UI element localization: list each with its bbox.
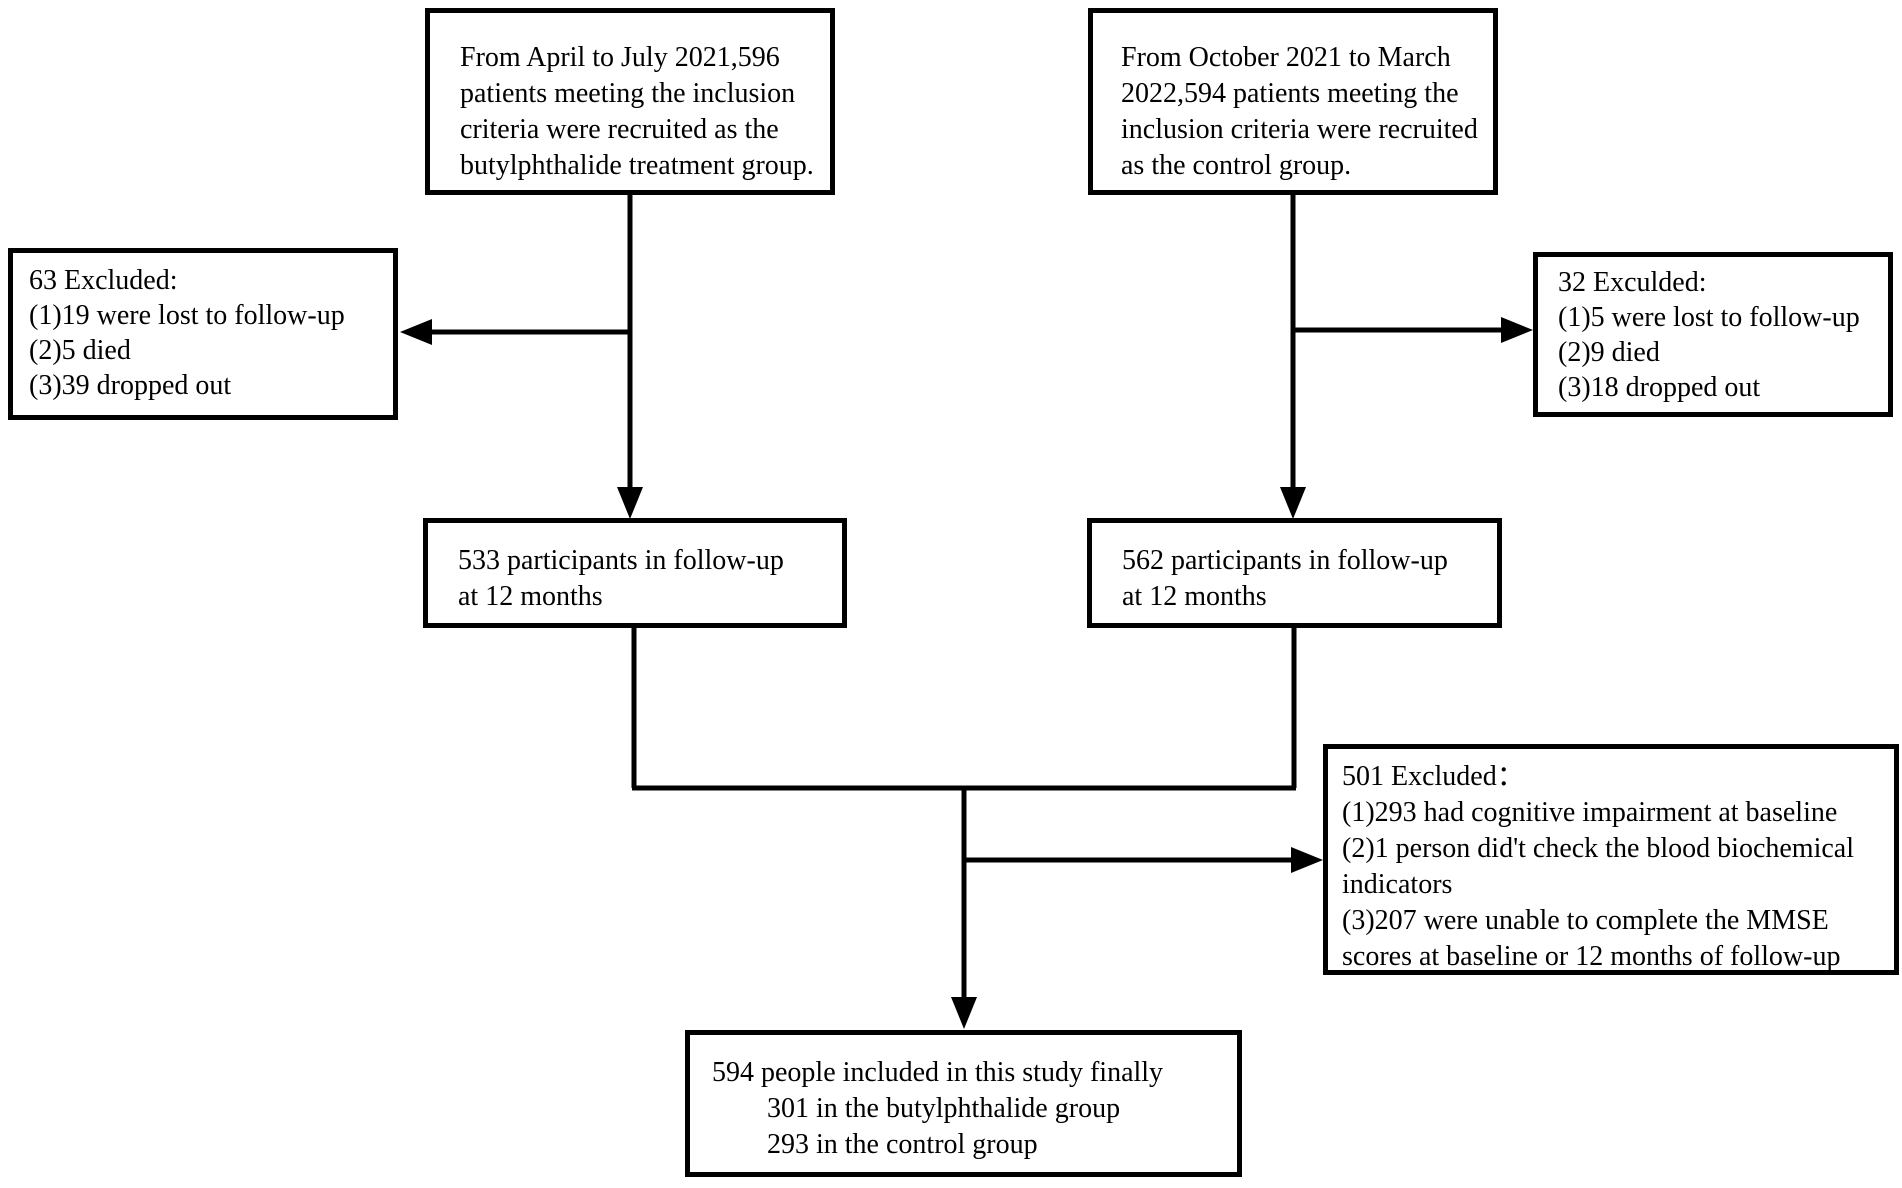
- box-text-line: (2)1 person did't check the blood bioche…: [1342, 833, 1854, 864]
- box-text-line: 32 Exculded:: [1558, 267, 1707, 298]
- box-text-line: at 12 months: [458, 581, 603, 612]
- box-excluded-final: 501 Excluded： (1)293 had cognitive impai…: [1323, 744, 1899, 975]
- box-text-line: (3)207 were unable to complete the MMSE: [1342, 905, 1829, 936]
- box-text-line: butylphthalide treatment group.: [460, 150, 814, 181]
- box-text-line: scores at baseline or 12 months of follo…: [1342, 941, 1841, 972]
- box-excluded-control: 32 Exculded: (1)5 were lost to follow-up…: [1533, 252, 1893, 417]
- arrow-merge-to-excluded-final: [964, 847, 1323, 873]
- box-text-line: (3)39 dropped out: [29, 370, 232, 401]
- box-text-line: patients meeting the inclusion: [460, 78, 796, 109]
- box-text-line: From April to July 2021,596: [460, 42, 780, 73]
- box-text-line: (1)5 were lost to follow-up: [1558, 302, 1860, 333]
- box-text-line: criteria were recruited as the: [460, 114, 779, 145]
- box-excluded-treatment: 63 Excluded: (1)19 were lost to follow-u…: [8, 248, 398, 420]
- arrow-treatment-to-followup: [617, 195, 643, 519]
- box-text-line: 301 in the butylphthalide group: [767, 1093, 1121, 1124]
- box-text-line: From October 2021 to March: [1121, 42, 1451, 73]
- box-text-line: (2)5 died: [29, 335, 131, 366]
- box-final-sample: 594 people included in this study finall…: [685, 1030, 1242, 1177]
- box-followup-control: 562 participants in follow-up at 12 mont…: [1087, 518, 1502, 628]
- box-text-line: (3)18 dropped out: [1558, 372, 1761, 403]
- box-text-line: 63 Excluded:: [29, 265, 178, 296]
- box-text-line: indicators: [1342, 869, 1453, 900]
- box-text-line: as the control group.: [1121, 150, 1352, 181]
- box-followup-treatment: 533 participants in follow-up at 12 mont…: [423, 518, 847, 628]
- box-text-line: 2022,594 patients meeting the: [1121, 78, 1459, 109]
- arrow-control-to-excluded: [1293, 317, 1533, 343]
- box-text-line: 562 participants in follow-up: [1122, 545, 1448, 576]
- box-text-line: (1)19 were lost to follow-up: [29, 300, 345, 331]
- arrow-treatment-to-excluded: [400, 319, 630, 345]
- box-text-line: 501 Excluded：: [1342, 761, 1525, 792]
- box-text-line: 293 in the control group: [767, 1129, 1038, 1160]
- arrow-control-to-followup: [1280, 195, 1306, 519]
- arrow-merge-to-final: [631, 628, 1297, 1029]
- box-text-line: inclusion criteria were recruited: [1121, 114, 1478, 145]
- box-text-line: 594 people included in this study finall…: [712, 1057, 1164, 1088]
- box-control-recruited: From October 2021 to March 2022,594 pati…: [1088, 8, 1498, 195]
- box-text-line: (1)293 had cognitive impairment at basel…: [1342, 797, 1838, 828]
- box-text-line: (2)9 died: [1558, 337, 1660, 368]
- box-text-line: at 12 months: [1122, 581, 1267, 612]
- box-text-line: 533 participants in follow-up: [458, 545, 784, 576]
- box-treatment-recruited: From April to July 2021,596 patients mee…: [425, 8, 835, 195]
